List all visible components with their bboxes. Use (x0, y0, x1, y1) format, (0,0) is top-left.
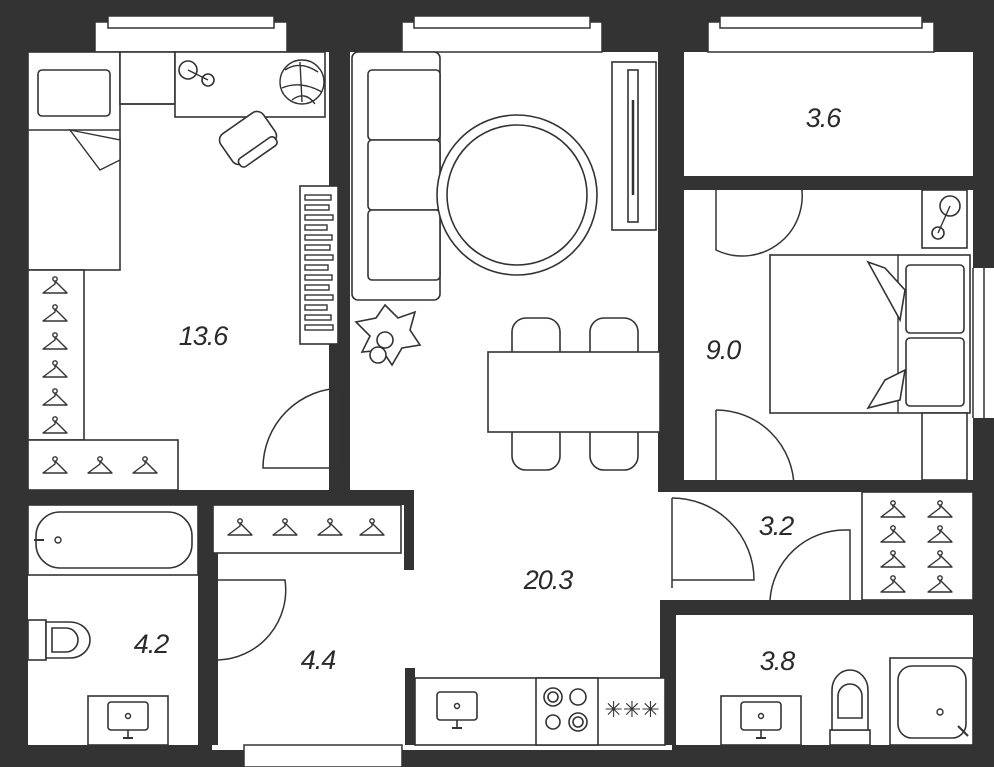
bookshelf-icon (299, 185, 339, 345)
lamp-icon (178, 60, 215, 87)
door-arc-icon (715, 409, 795, 489)
svg-text:✳✳✳: ✳✳✳ (604, 697, 659, 722)
room-area-label: 3.2 (759, 511, 795, 541)
bed-icon (27, 51, 121, 271)
room-area-label: 9.0 (706, 335, 742, 365)
bed-icon (769, 254, 971, 414)
nightstand (921, 412, 968, 481)
tv-stand-icon (611, 61, 657, 231)
room-area-label: 13.6 (179, 321, 230, 351)
door-arc-icon (217, 579, 287, 661)
inner-walls (28, 52, 973, 745)
dining-table-icon (487, 317, 661, 471)
toilet-icon (829, 669, 871, 746)
room-area-label: 4.4 (301, 645, 336, 675)
plant-icon (354, 303, 422, 367)
door-arc-icon (262, 387, 344, 470)
window-icon (94, 15, 994, 767)
snowflake-icon: ✳✳✳ (604, 697, 659, 722)
wardrobe-hall (212, 504, 402, 554)
sofa-icon (351, 51, 441, 301)
wardrobe-right (861, 491, 974, 601)
stove-icon (535, 677, 599, 746)
door-arc-icon (769, 529, 851, 601)
sink-icon (87, 695, 169, 746)
lamp-icon (921, 189, 968, 249)
bathtub-icon (27, 504, 199, 576)
door-arc-icon (715, 179, 930, 257)
shower-icon (889, 657, 974, 746)
room-area-label: 3.6 (806, 103, 843, 133)
room-area-label: 20.3 (523, 565, 574, 595)
room-area-label: 4.2 (134, 629, 170, 659)
sink-icon (720, 695, 802, 746)
plant-icon (279, 59, 325, 105)
wardrobe-left (27, 269, 179, 491)
door-arc-icon (671, 497, 755, 588)
toilet-icon (27, 619, 91, 661)
room-area-label: 3.8 (760, 646, 796, 676)
round-rug-icon (436, 114, 598, 276)
chair-icon (218, 110, 278, 168)
